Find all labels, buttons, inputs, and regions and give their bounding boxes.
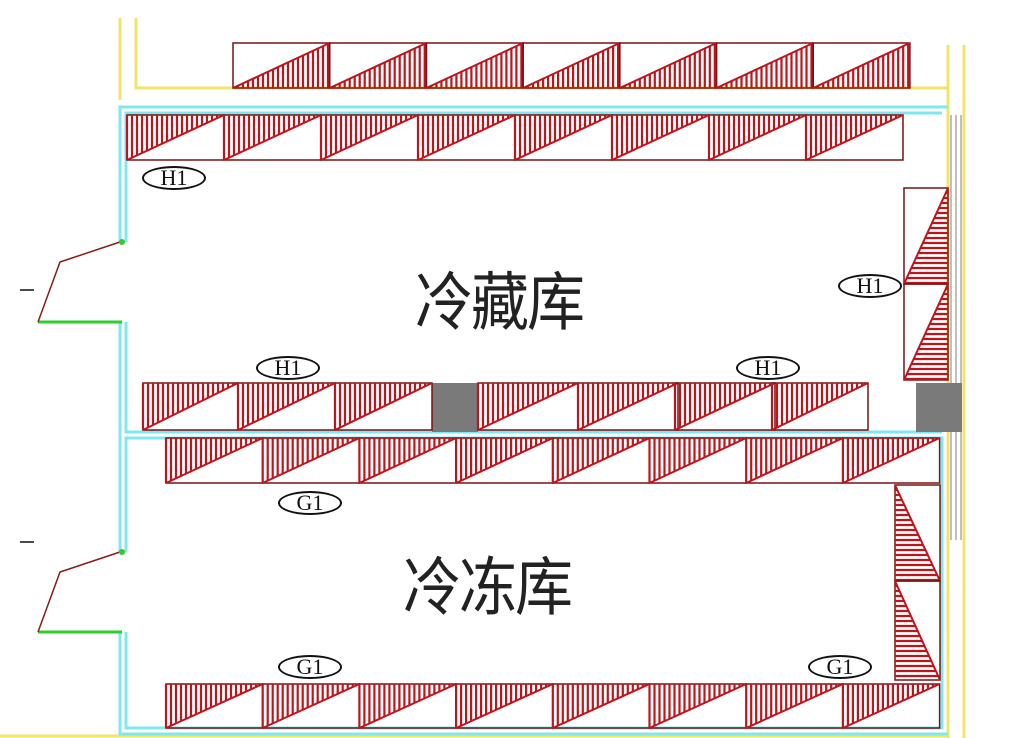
shelf-cell-freezer-top	[455, 437, 554, 484]
shelf-cell-cold-bottom	[141, 382, 239, 431]
shelf-cell-cold-bottom	[673, 382, 776, 431]
shelf-cell-freezer-top	[648, 437, 747, 484]
shelves	[125, 42, 949, 729]
shelf-cell-freezer-bottom	[455, 683, 554, 729]
shelf-cell-freezer-right	[894, 484, 941, 582]
shelf-cell-outer-top	[812, 42, 911, 89]
shelf-cell-freezer-bottom	[648, 683, 747, 729]
column-right	[916, 383, 962, 432]
shelf-tag-g1: G1	[808, 654, 872, 679]
shelf-cell-freezer-bottom	[551, 683, 651, 729]
shelf-cell-cold-bottom	[770, 382, 869, 431]
shelf-cell-freezer-bottom	[745, 683, 844, 729]
shelf-cell-freezer-bottom	[841, 683, 941, 729]
shelf-cell-cold-top	[804, 114, 904, 161]
right-wall-lines	[950, 115, 962, 540]
room-label-cold-storage: 冷藏库	[415, 265, 585, 340]
shelf-tag-g1: G1	[278, 490, 342, 515]
cold-storage-walls	[118, 105, 948, 438]
shelf-tag-h1: H1	[838, 273, 902, 298]
shelf-cell-freezer-bottom	[261, 683, 361, 729]
shelf-cell-outer-top	[232, 42, 331, 89]
shelf-cell-outer-top	[715, 42, 814, 89]
shelf-cell-cold-top	[513, 114, 613, 161]
room-label-freezer: 冷冻库	[403, 550, 573, 625]
shelf-cell-outer-top	[522, 42, 621, 89]
shelf-cell-cold-right	[903, 283, 949, 381]
shelf-cell-freezer-top	[358, 437, 457, 484]
shelf-cell-freezer-bottom	[164, 683, 264, 729]
shelf-cell-cold-bottom	[576, 382, 679, 431]
shelf-cell-cold-bottom	[476, 382, 579, 431]
shelf-cell-freezer-top	[261, 437, 361, 484]
shelf-tag-g1: G1	[278, 654, 342, 679]
doors	[20, 239, 125, 634]
shelf-cell-freezer-bottom	[358, 683, 457, 729]
shelf-cell-cold-top	[319, 114, 419, 161]
shelf-cell-outer-top	[619, 42, 718, 89]
shelf-cell-freezer-top	[841, 437, 941, 484]
shelf-cell-cold-top	[610, 114, 710, 161]
shelf-cell-cold-bottom	[236, 382, 336, 431]
shelf-tag-h1: H1	[142, 165, 206, 190]
shelf-tag-h1: H1	[256, 355, 320, 380]
shelf-cell-freezer-top	[164, 437, 264, 484]
shelf-tag-h1: H1	[736, 355, 800, 380]
shelf-cell-cold-bottom	[333, 382, 433, 431]
shelf-cell-outer-top	[425, 42, 524, 89]
shelf-cell-cold-top	[222, 114, 322, 161]
shelf-cell-freezer-top	[551, 437, 651, 484]
shelf-cell-freezer-right	[894, 580, 941, 681]
shelf-cell-cold-right	[903, 187, 949, 285]
column-cold-storage	[432, 383, 478, 432]
shelf-cell-outer-top	[328, 42, 428, 89]
shelf-cell-cold-top	[416, 114, 516, 161]
freezer-walls	[118, 436, 948, 736]
shelf-cell-freezer-top	[745, 437, 844, 484]
shelf-cell-cold-top	[707, 114, 807, 161]
shelf-cell-cold-top	[125, 114, 225, 161]
